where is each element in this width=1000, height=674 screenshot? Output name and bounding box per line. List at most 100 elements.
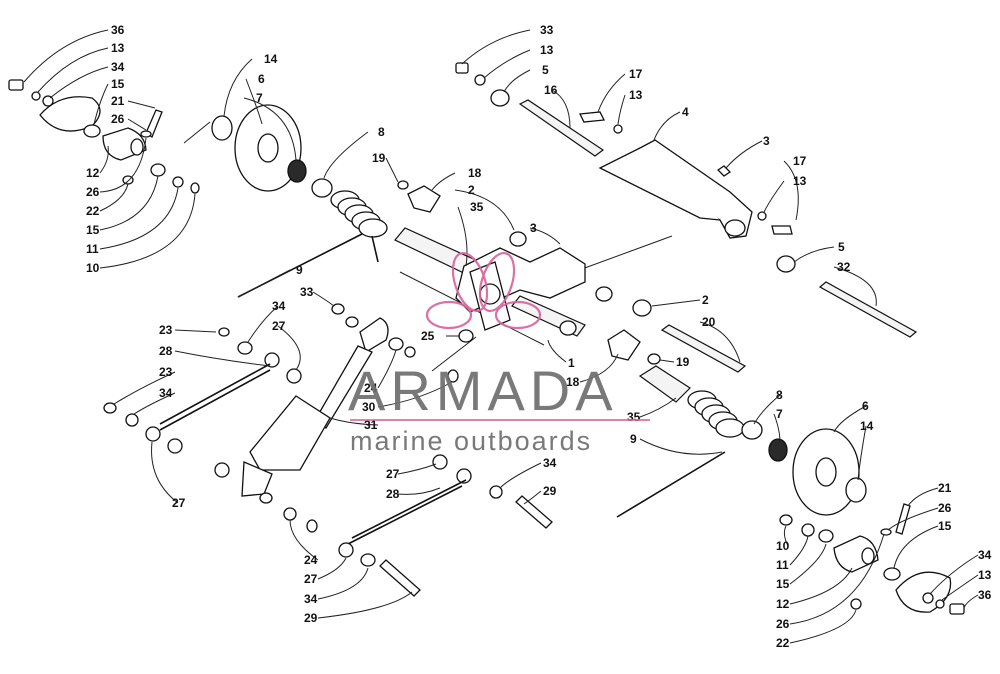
bushing-27b-right [456,468,472,484]
callout-label-19: 19 [372,151,386,165]
bushing-15b-right [883,567,901,581]
washer-34-right-end [922,592,934,604]
torsion-spring-35-left [330,190,388,263]
callout-label-2: 2 [702,293,709,307]
callout-label-23: 23 [159,323,173,337]
bolt-32 [818,281,918,338]
callout-label-34: 34 [272,299,286,313]
bushing-27b-upper [286,368,302,384]
washer-34-bottom [360,553,376,567]
arm-12-right-bore [861,547,875,565]
spacer-14-left [211,115,233,141]
callout-label-35: 35 [627,410,641,424]
rear-arm-assembly [455,62,796,273]
callout-label-11: 11 [86,242,99,256]
washer-26-right [880,528,892,536]
bushing-27-upper [264,352,280,368]
end-cap-right [595,286,613,302]
bushing-24-upper [388,337,404,351]
washer-34-lower [125,413,139,427]
nut-23-lower [103,402,117,414]
link-rod-28-upper [159,369,271,431]
callout-label-9: 9 [296,263,303,277]
shock-and-links [103,303,553,597]
shock-body-31 [249,395,331,471]
callout-label-4: 4 [682,105,689,119]
mount-bore [479,283,501,305]
washer-19-lower [647,353,661,365]
sleeve-30 [404,346,416,358]
washer-34-upper [237,341,253,355]
callout-label-34: 34 [978,548,992,562]
torsion-spring-35-right [638,365,745,438]
callout-label-20: 20 [702,315,716,329]
bolt-33 [455,62,469,74]
shock-rod [313,345,373,429]
bushing-24-lower [283,507,297,521]
callout-label-3: 3 [530,221,537,235]
stop-block-18-lower [607,329,641,361]
stop-block-18-upper [407,185,441,213]
bushing-2-upper [509,231,527,247]
wheel-hub-right [815,457,837,487]
callout-label-29: 29 [304,611,318,625]
cap-10-right [779,514,793,526]
washer-13-mid [613,124,623,134]
washer-34-right [489,485,503,499]
bearing-7-left [287,159,307,183]
bushing-2-right [632,299,652,317]
callout-label-30: 30 [362,400,376,414]
ring-8-left [311,178,333,198]
washer-34-left [42,95,54,107]
bushing-5-top [490,89,510,107]
callout-label-27: 27 [272,319,286,333]
callout-label-15: 15 [111,77,125,91]
callout-label-8: 8 [378,125,385,139]
ring-8-right [741,420,763,440]
watermark-brand-text: ARMADA [348,359,618,422]
callout-label-14: 14 [860,419,874,433]
left-arm-cluster [8,79,200,194]
callout-label-3: 3 [763,134,770,148]
bolt-36-right [949,603,965,615]
bushing-2-center [559,320,577,336]
callout-label-19: 19 [676,355,690,369]
rear-arm-pivot [724,219,746,237]
callout-label-17: 17 [793,154,807,168]
link-rod-28-lower [347,485,463,545]
shock-upper-eye [359,317,389,353]
spacer-14-right [845,477,867,503]
callout-label-14: 14 [264,52,278,66]
rear-arm-4-lower-edge [598,147,721,221]
spring-sleeve [638,365,691,403]
callout-label-26: 26 [938,501,952,515]
callout-label-32: 32 [837,260,851,274]
bushing-shock-lower [259,492,273,504]
bushing-15b-left [150,163,166,177]
rods-and-shafts [183,99,918,518]
callout-label-25: 25 [421,329,435,343]
callout-label-27: 27 [172,496,186,510]
right-arm-cluster [779,503,965,615]
callout-label-26: 26 [86,185,100,199]
bushing-25 [458,329,474,343]
callout-label-15: 15 [938,519,952,533]
bushing-27-right [432,454,448,470]
bearing-7-right [768,438,788,462]
callout-label-7: 7 [256,91,263,105]
callout-leaders [23,29,979,644]
callout-label-21: 21 [111,94,125,108]
left-wheel-assembly [211,104,333,198]
washer-26-left [140,130,152,138]
callout-label-26: 26 [111,112,125,126]
callout-label-7: 7 [776,407,783,421]
callout-label-13: 13 [978,568,992,582]
callout-label-8: 8 [776,388,783,402]
callout-label-24: 24 [364,381,378,395]
bushing-15-right [818,529,834,543]
nut-23-upper [218,327,230,337]
washer-13-left [31,91,41,101]
callout-label-13: 13 [629,88,643,102]
callout-label-21: 21 [938,481,952,495]
